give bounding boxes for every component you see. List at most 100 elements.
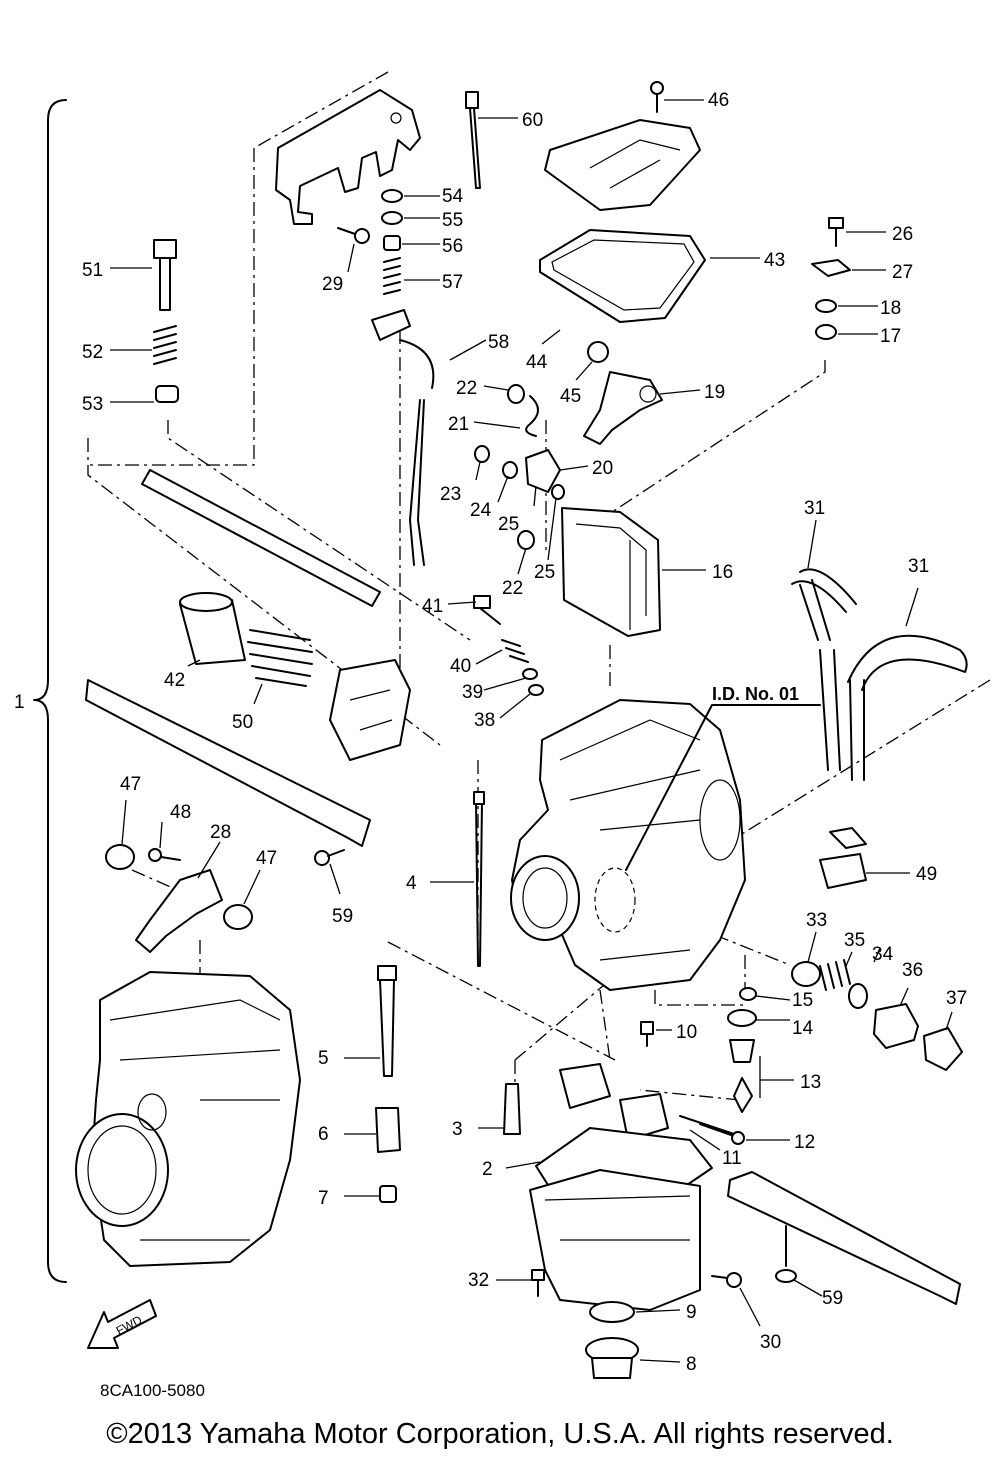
catalog-code: 8CA100-5080 — [100, 1381, 205, 1400]
callout-3: 3 — [452, 1119, 463, 1140]
callout-36: 36 — [902, 960, 923, 981]
fwd-arrow-icon: FWD — [87, 1299, 157, 1349]
bushing-47b — [223, 904, 253, 930]
needle-jet — [377, 965, 397, 1077]
callout-29: 29 — [322, 274, 343, 295]
cap-37 — [923, 1027, 963, 1071]
screw-32 — [531, 1269, 545, 1297]
callout-32: 32 — [468, 1270, 489, 1291]
callout-31b: 31 — [908, 556, 929, 577]
assembly-bracket — [33, 99, 67, 1283]
screw-12 — [699, 1123, 745, 1145]
callout-31a: 31 — [804, 498, 825, 519]
cap-33 — [791, 961, 821, 987]
carburetor-assembly-left — [75, 971, 301, 1267]
callout-25b: 25 — [534, 562, 555, 583]
callout-10: 10 — [676, 1022, 697, 1043]
cover-gasket — [539, 229, 706, 323]
callout-2: 2 — [482, 1159, 493, 1180]
id-label: I.D. No. 01 — [712, 684, 799, 704]
callout-39: 39 — [462, 682, 483, 703]
callout-21: 21 — [448, 414, 469, 435]
callout-41: 41 — [422, 596, 443, 617]
callout-40: 40 — [450, 656, 471, 677]
callout-54: 54 — [442, 186, 464, 207]
o-ring-9 — [589, 1301, 635, 1323]
sensor-lead — [371, 309, 435, 566]
right-fasteners — [811, 217, 851, 340]
pilot-jet — [503, 1083, 521, 1135]
screw-59b — [775, 1225, 797, 1283]
callout-44: 44 — [526, 352, 548, 373]
callout-8: 8 — [686, 1354, 697, 1375]
hose-clamp — [819, 827, 867, 889]
callout-30: 30 — [760, 1332, 781, 1353]
callout-43: 43 — [764, 250, 785, 271]
callout-59b: 59 — [822, 1288, 843, 1309]
washer-stack — [381, 189, 403, 295]
callout-5: 5 — [318, 1048, 329, 1069]
callout-11: 11 — [722, 1148, 742, 1169]
screw-59a — [314, 849, 345, 866]
screw-48 — [148, 848, 181, 862]
drain-plug — [585, 1337, 639, 1379]
callout-59a: 59 — [332, 906, 353, 927]
connecting-plate — [85, 679, 371, 847]
callout-57: 57 — [442, 272, 463, 293]
float-bowl — [529, 1169, 701, 1311]
callout-6: 6 — [318, 1124, 329, 1145]
callout-55: 55 — [442, 210, 463, 231]
callout-23: 23 — [440, 484, 461, 505]
cable-tie — [465, 91, 481, 189]
callout-42: 42 — [164, 670, 185, 691]
assembly-number: 1 — [14, 692, 25, 713]
callout-27: 27 — [892, 262, 913, 283]
callout-15: 15 — [792, 990, 813, 1011]
callout-47a: 47 — [120, 774, 141, 795]
linkage — [525, 449, 561, 493]
needle-jet-holder — [375, 1107, 401, 1153]
callout-18: 18 — [880, 298, 901, 319]
screw-10 — [640, 1021, 654, 1047]
callout-47b: 47 — [256, 848, 277, 869]
callout-45: 45 — [560, 386, 581, 407]
callout-4: 4 — [406, 873, 417, 894]
callout-58: 58 — [488, 332, 509, 353]
callout-17: 17 — [880, 326, 901, 347]
callout-22a: 22 — [456, 378, 477, 399]
link-arm-left — [135, 869, 223, 953]
vent-tubes — [791, 568, 968, 781]
callout-28: 28 — [210, 822, 231, 843]
lever-arm — [583, 341, 663, 445]
callout-52: 52 — [82, 342, 103, 363]
throttle-cable-bracket — [275, 89, 421, 225]
callout-60: 60 — [522, 110, 543, 131]
callout-37: 37 — [946, 988, 967, 1009]
callout-33: 33 — [806, 910, 827, 931]
adjust-screw — [153, 239, 179, 403]
top-cover — [544, 81, 701, 211]
callout-50: 50 — [232, 712, 253, 733]
o-ring-14 — [727, 1009, 757, 1027]
callout-46: 46 — [708, 90, 729, 111]
float-pin — [679, 1115, 741, 1137]
callout-56: 56 — [442, 236, 463, 257]
main-jet — [379, 1185, 397, 1203]
callout-48: 48 — [170, 802, 191, 823]
throttle-shaft — [141, 469, 381, 607]
carburetor-body — [510, 699, 746, 991]
callout-14: 14 — [792, 1018, 814, 1039]
callout-24: 24 — [470, 500, 492, 521]
callout-22b: 22 — [502, 578, 523, 599]
callout-26: 26 — [892, 224, 913, 245]
callout-12: 12 — [794, 1132, 815, 1153]
screw-30 — [711, 1272, 742, 1288]
copyright-notice: ©2013 Yamaha Motor Corporation, U.S.A. A… — [106, 1418, 894, 1450]
nut-15 — [739, 987, 757, 1001]
float — [559, 1063, 669, 1141]
callout-13: 13 — [800, 1072, 821, 1093]
callout-51: 51 — [82, 260, 103, 281]
spring-35 — [819, 959, 851, 991]
callout-34: 34 — [872, 944, 894, 965]
